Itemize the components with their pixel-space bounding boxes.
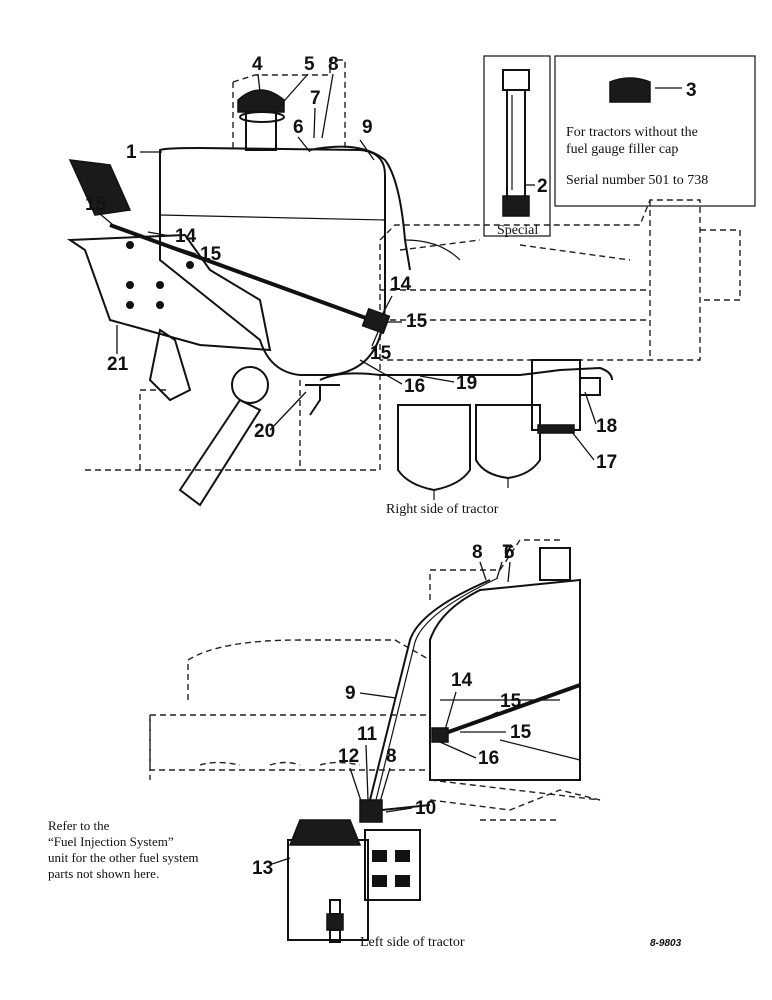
callout-7: 7	[310, 88, 321, 109]
caption-left-side: Left side of tractor	[360, 935, 465, 950]
inset-gauge-tube	[483, 55, 551, 237]
callout-14-bottom: 14	[451, 670, 473, 691]
callout-6: 6	[293, 117, 304, 138]
callout-4: 4	[252, 54, 263, 75]
caption-right-side: Right side of tractor	[386, 502, 499, 517]
callout-11: 11	[357, 724, 378, 745]
callout-20: 20	[254, 421, 275, 442]
callout-8-bottom: 8	[386, 746, 397, 767]
callout-14-top-left: 14	[175, 226, 197, 247]
callout-18: 18	[596, 416, 617, 437]
left-side-view	[149, 539, 601, 943]
callout-10: 10	[415, 798, 436, 819]
inset-note-line2: fuel gauge filler cap	[566, 142, 678, 157]
callout-16: 16	[404, 376, 425, 397]
refer-note-line3: unit for the other fuel system	[48, 850, 199, 865]
callout-7-bottom: 7	[502, 542, 513, 563]
figure-code: 8-9803	[650, 938, 682, 949]
callout-9: 9	[362, 117, 373, 138]
callout-15-d: 15	[370, 343, 392, 364]
inset-note-box	[554, 55, 756, 207]
callout-12: 12	[338, 746, 359, 767]
inset-serial-text: Serial number 501 to 738	[566, 173, 708, 188]
callout-15-bottom-b: 15	[510, 722, 532, 743]
callout-3: 3	[686, 80, 697, 101]
refer-note-line2: “Fuel Injection System”	[48, 834, 174, 849]
inset-special-label: Special	[497, 223, 538, 238]
inset-note-line1: For tractors without the	[566, 125, 698, 140]
refer-note-line1: Refer to the	[48, 818, 110, 833]
callout-17: 17	[596, 452, 617, 473]
callout-5: 5	[304, 54, 315, 75]
refer-note-line4: parts not shown here.	[48, 866, 159, 881]
callout-15-bottom-a: 15	[500, 691, 522, 712]
callout-13: 13	[252, 858, 273, 879]
callout-8-bottom-top: 8	[472, 542, 483, 563]
right-side-view	[66, 59, 741, 507]
callout-15-b: 15	[200, 244, 222, 265]
callout-15-c: 15	[406, 311, 428, 332]
callout-6-bottom: 6	[504, 542, 515, 563]
callout-16-bottom: 16	[478, 748, 499, 769]
callout-9-bottom: 9	[345, 683, 356, 704]
callout-1: 1	[126, 142, 137, 163]
callout-2: 2	[537, 176, 548, 197]
callout-8: 8	[328, 54, 339, 75]
callout-19: 19	[456, 373, 477, 394]
callout-15-a: 15	[85, 194, 107, 215]
callout-14-top-right: 14	[390, 274, 412, 295]
callout-21: 21	[107, 354, 129, 375]
